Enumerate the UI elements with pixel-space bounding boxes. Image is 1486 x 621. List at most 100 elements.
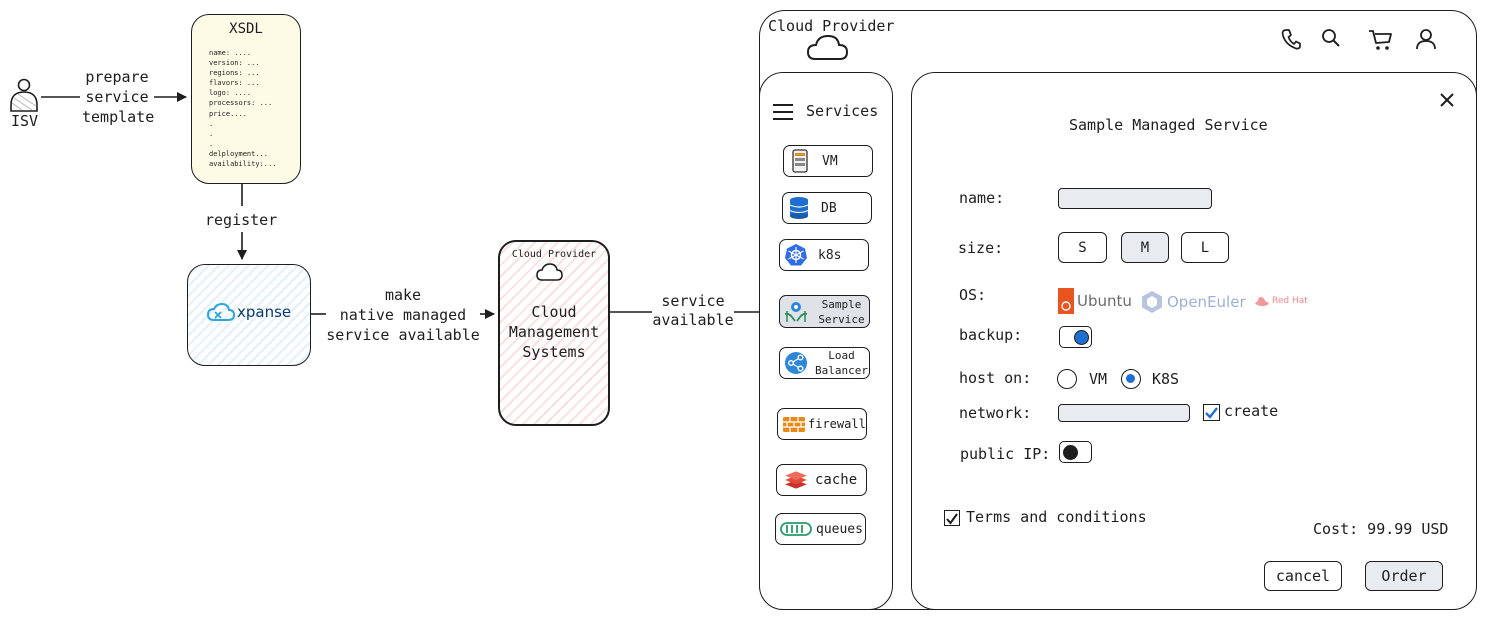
redhat-label: Red Hat	[1272, 296, 1308, 306]
server-icon	[792, 149, 808, 173]
prepare-line-3: template	[82, 108, 155, 126]
os-option-redhat[interactable]: Red Hat	[1254, 293, 1308, 309]
create-network-checkbox[interactable]	[1203, 404, 1220, 421]
cloud-management-box: Cloud Provider Cloud Management Systems	[498, 240, 610, 426]
cloud-provider-title: Cloud Provider	[768, 17, 895, 35]
name-input[interactable]	[1058, 188, 1212, 209]
close-icon[interactable]	[1439, 92, 1455, 108]
xpanse-box: xpanse	[187, 264, 311, 366]
prepare-line-1: prepare	[85, 68, 149, 86]
terms-label: Terms and conditions	[966, 508, 1147, 526]
prepare-step-label: prepare service template	[82, 67, 155, 127]
xsdl-line: .	[209, 139, 214, 148]
cloud-icon	[806, 34, 849, 60]
user-icon[interactable]	[1414, 27, 1438, 51]
xpanse-logo-text: xpanse	[237, 303, 292, 321]
ubuntu-circle-icon	[1061, 301, 1071, 311]
database-icon	[789, 197, 809, 219]
xsdl-line: price....	[209, 109, 247, 118]
sidebar-item-sample-service[interactable]: Sample Service	[779, 295, 870, 328]
xsdl-line: regions: ...	[209, 69, 260, 78]
register-step-label: register	[205, 211, 278, 229]
cart-icon[interactable]	[1368, 28, 1394, 52]
size-s-button[interactable]: S	[1058, 232, 1107, 263]
host-vm-radio[interactable]	[1057, 369, 1077, 389]
xsdl-line: name: ....	[209, 49, 252, 57]
openeuler-icon	[1142, 291, 1162, 313]
toggle-knob	[1063, 445, 1078, 460]
managed-service-icon	[784, 301, 808, 322]
xsdl-line: processors: ...	[209, 99, 273, 108]
hamburger-menu-icon[interactable]	[772, 103, 794, 121]
os-option-ubuntu[interactable]: Ubuntu	[1058, 288, 1132, 314]
queue-icon	[780, 522, 812, 536]
xsdl-document: XSDL name: ....version: ...regions: ...f…	[191, 14, 301, 184]
service-order-panel	[911, 72, 1477, 610]
panel-title: Sample Managed Service	[1069, 116, 1268, 134]
isv-actor	[8, 76, 40, 116]
cloud-box-body: Cloud Management Systems	[500, 302, 608, 362]
ubuntu-icon	[1058, 288, 1074, 314]
sidebar-item-cache[interactable]: cache	[776, 464, 867, 496]
phone-icon[interactable]	[1280, 27, 1302, 51]
cancel-button[interactable]: cancel	[1264, 561, 1342, 591]
host-k8s-label: K8S	[1152, 370, 1180, 388]
search-icon[interactable]	[1320, 27, 1342, 49]
os-label: OS:	[959, 286, 987, 304]
xsdl-line: version: ...	[209, 59, 260, 68]
ubuntu-label: Ubuntu	[1077, 292, 1132, 310]
public-ip-toggle[interactable]	[1059, 441, 1092, 463]
sidebar-item-label: k8s	[818, 247, 842, 263]
cloud-icon	[536, 263, 563, 281]
xpanse-logo-icon	[207, 303, 235, 321]
sidebar-item-label: queues	[816, 521, 863, 537]
sidebar-item-label: VM	[822, 153, 838, 169]
public-ip-label: public IP:	[960, 445, 1051, 463]
available-line-1: service	[661, 292, 725, 310]
sidebar-item-label: firewall	[808, 417, 866, 431]
host-on-label: host on:	[959, 369, 1032, 387]
cost-text: Cost: 99.99 USD	[1313, 520, 1449, 538]
prepare-line-2: service	[85, 88, 149, 106]
sidebar-item-queues[interactable]: queues	[775, 513, 866, 545]
network-input[interactable]	[1058, 404, 1190, 422]
isv-label: ISV	[11, 112, 39, 130]
name-label: name:	[959, 189, 1005, 207]
cloud-box-title: Cloud Provider	[511, 249, 597, 260]
xsdl-line: .	[209, 129, 214, 138]
toggle-knob	[1074, 330, 1089, 345]
kubernetes-icon	[785, 244, 807, 266]
host-k8s-radio[interactable]	[1121, 369, 1141, 389]
network-label: network:	[959, 404, 1032, 422]
cache-icon	[785, 471, 807, 489]
os-option-openeuler[interactable]: OpenEuler	[1141, 290, 1246, 314]
load-balancer-icon	[785, 352, 807, 374]
terms-checkbox[interactable]	[944, 510, 960, 526]
sidebar-item-load-balancer[interactable]: Load Balancer	[779, 347, 870, 379]
sidebar-item-label: Load Balancer	[815, 349, 868, 377]
cloud-body-line-2: Management	[508, 323, 600, 341]
sidebar-item-k8s[interactable]: k8s	[779, 239, 869, 271]
service-available-step-label: service available	[652, 292, 734, 330]
order-button[interactable]: Order	[1365, 561, 1443, 591]
make-available-step-label: make native managed service available	[326, 285, 480, 345]
sidebar-item-firewall[interactable]: firewall	[777, 408, 867, 440]
sidebar-item-vm[interactable]: VM	[783, 145, 873, 177]
redhat-icon	[1255, 297, 1269, 306]
backup-toggle[interactable]	[1059, 326, 1092, 348]
xsdl-line: delployment...	[209, 149, 269, 158]
sidebar-item-label: cache	[815, 472, 858, 488]
sidebar-item-db[interactable]: DB	[782, 192, 872, 224]
cloud-body-line-3: Systems	[522, 343, 586, 361]
size-m-button[interactable]: M	[1121, 232, 1169, 263]
make-line-3: service available	[326, 326, 480, 344]
available-line-2: available	[652, 311, 734, 329]
xsdl-line: .	[209, 119, 214, 128]
cloud-body-line-1: Cloud	[531, 303, 577, 321]
size-l-button[interactable]: L	[1181, 232, 1229, 263]
checkmark-icon	[1205, 407, 1218, 419]
person-icon	[10, 78, 38, 112]
make-line-2: native managed	[339, 306, 467, 324]
size-label: size:	[958, 239, 1004, 257]
xsdl-line: availability:...	[209, 160, 277, 169]
